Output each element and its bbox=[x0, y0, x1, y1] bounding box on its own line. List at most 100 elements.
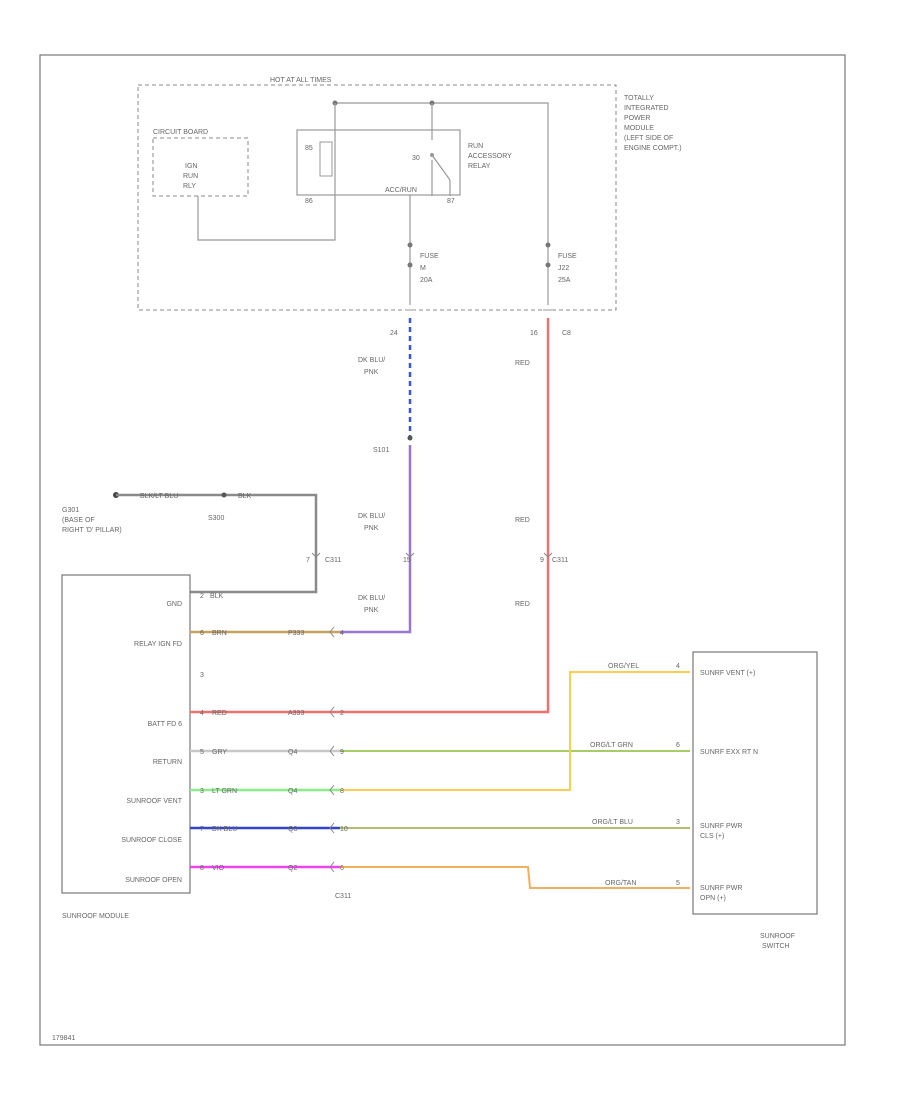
ign-run-3: RLY bbox=[183, 183, 196, 190]
ign-run-feed bbox=[197, 196, 336, 241]
ground-c311: C311 bbox=[325, 557, 341, 564]
switch-label-0: SUNRF VENT (+) bbox=[700, 670, 755, 677]
sunroof-switch-box bbox=[692, 651, 818, 915]
relay-coil bbox=[319, 141, 333, 177]
module-row-c2-7: Q2 bbox=[288, 865, 297, 872]
conn-right: C8 bbox=[562, 330, 571, 337]
module-row-pin-0: 2 bbox=[200, 593, 204, 600]
relay-sub-label: ACC/RUN bbox=[385, 187, 417, 194]
relay-label-1: RUN bbox=[468, 143, 483, 150]
switch-label-3b: OPN (+) bbox=[700, 895, 726, 902]
module-row-c3-4: 9 bbox=[340, 749, 344, 756]
tipm-title-4: MODULE bbox=[624, 125, 654, 132]
ground-wire-label2: BLK bbox=[238, 493, 252, 500]
switch-label-3a: SUNRF PWR bbox=[700, 885, 742, 892]
ground-label-2: (BASE OF bbox=[62, 517, 95, 524]
ign-run-2: RUN bbox=[183, 173, 198, 180]
tipm-title-6: ENGINE COMPT.) bbox=[624, 145, 682, 152]
switch-wire-0: ORG/YEL bbox=[608, 663, 639, 670]
wire-label-dkblu-1b: PNK bbox=[364, 369, 379, 376]
tipm-title-1: TOTALLY bbox=[624, 95, 654, 102]
ground-label-1: G301 bbox=[62, 507, 79, 514]
fuse-right-2: J22 bbox=[558, 265, 569, 272]
switch-wire-2: ORG/LT BLU bbox=[592, 819, 633, 826]
coil-pin: 85 bbox=[305, 145, 313, 152]
tipm-title-3: POWER bbox=[624, 115, 650, 122]
connector-brackets bbox=[311, 552, 553, 873]
page-id: 179841 bbox=[52, 1035, 75, 1042]
switch-pin-0: 4 bbox=[676, 663, 680, 670]
module-bottom-conn: C311 bbox=[335, 893, 351, 900]
module-row-code-4: GRY bbox=[212, 749, 227, 756]
pin-left: 24 bbox=[390, 330, 398, 337]
fuse-left-2: M bbox=[420, 265, 426, 272]
module-row-c3-7: 6 bbox=[340, 865, 344, 872]
module-row-code-0: BLK bbox=[210, 593, 224, 600]
switch-pin: 30 bbox=[412, 155, 420, 162]
module-row-pin-2: 3 bbox=[200, 672, 204, 679]
module-row-c2-5: Q4 bbox=[288, 788, 297, 795]
module-row-c2-1: P333 bbox=[288, 630, 304, 637]
module-row-c2-3: A333 bbox=[288, 710, 304, 717]
ground-label-3: RIGHT 'D' PILLAR) bbox=[62, 527, 122, 534]
switch-node bbox=[430, 153, 434, 157]
module-row-label-1: RELAY IGN FD bbox=[134, 641, 182, 648]
wire-org-tan bbox=[340, 866, 690, 889]
module-row-c3-1: 4 bbox=[340, 630, 344, 637]
circuit-board-label: CIRCUIT BOARD bbox=[153, 129, 208, 136]
wire-label-dkblu-3b: PNK bbox=[364, 607, 379, 614]
module-row-code-6: DK BLU bbox=[212, 826, 237, 833]
switch-label-1: SUNRF EXX RT N bbox=[700, 749, 758, 756]
module-row-code-5: LT GRN bbox=[212, 788, 237, 795]
wire-red bbox=[340, 318, 550, 714]
relay-label-2: ACCESSORY bbox=[468, 153, 512, 160]
tipm-title-2: INTEGRATED bbox=[624, 105, 669, 112]
relay-box bbox=[296, 129, 461, 196]
hot-bus-label: HOT AT ALL TIMES bbox=[270, 77, 332, 84]
module-row-pin-1: 6 bbox=[200, 630, 204, 637]
fuse-left-3: 20A bbox=[420, 277, 433, 284]
fuse-left-top bbox=[407, 242, 413, 248]
module-row-label-3: BATT FD 6 bbox=[148, 721, 182, 728]
switch-pin-2: 3 bbox=[676, 819, 680, 826]
wire-label-red-3: RED bbox=[515, 601, 530, 608]
wire-label-red-1: RED bbox=[515, 360, 530, 367]
switch-label-2b: CLS (+) bbox=[700, 833, 724, 840]
splice-s101: S101 bbox=[373, 447, 389, 454]
module-row-label-4: RETURN bbox=[153, 759, 182, 766]
tipm-enclosure bbox=[137, 84, 617, 311]
hot-bus-line bbox=[335, 102, 549, 245]
tipm-title: TOTALLY INTEGRATED POWER MODULE (LEFT SI… bbox=[624, 95, 682, 152]
module-row-label-7: SUNROOF OPEN bbox=[125, 877, 182, 884]
module-row-c3-3: 2 bbox=[340, 710, 344, 717]
fuse-right-bottom bbox=[545, 262, 551, 268]
c311-right-pin: 9 bbox=[540, 557, 544, 564]
switch-name-1: SUNROOF bbox=[760, 933, 795, 940]
diagram-frame bbox=[39, 54, 846, 1046]
module-row-c2-4: Q4 bbox=[288, 749, 297, 756]
fuse-left-1: FUSE bbox=[420, 253, 439, 260]
relay-switch bbox=[431, 103, 451, 196]
module-row-pin-3: 4 bbox=[200, 710, 204, 717]
fuse-right-3: 25A bbox=[558, 277, 571, 284]
switch-name-2: SWITCH bbox=[762, 943, 790, 950]
module-row-label-0: GND bbox=[166, 601, 182, 608]
wire-label-dkblu-1a: DK BLU/ bbox=[358, 357, 385, 364]
module-row-code-7: VIO bbox=[212, 865, 225, 872]
ign-run-1: IGN bbox=[185, 163, 197, 170]
module-row-pin-4: 5 bbox=[200, 749, 204, 756]
wire-dk-blu-pnk-lower bbox=[340, 445, 412, 634]
ground-wire-label: BLK/LT BLU bbox=[140, 493, 178, 500]
wire-label-red-2: RED bbox=[515, 517, 530, 524]
switch-label-2a: SUNRF PWR bbox=[700, 823, 742, 830]
module-row-c2-6: Q3 bbox=[288, 826, 297, 833]
wire-label-dkblu-2b: PNK bbox=[364, 525, 379, 532]
module-row-c3-6: 10 bbox=[340, 826, 348, 833]
switch-inputs: ORG/YEL 4 SUNRF VENT (+) ORG/LT GRN 6 SU… bbox=[590, 663, 758, 902]
fuse-left-bottom bbox=[407, 262, 413, 268]
splice-s101-dot bbox=[407, 435, 413, 441]
splice-s300: S300 bbox=[208, 515, 224, 522]
wire-label-dkblu-3a: DK BLU/ bbox=[358, 595, 385, 602]
module-row-label-5: SUNROOF VENT bbox=[126, 798, 182, 805]
c311-mid-pin: 15 bbox=[403, 557, 411, 564]
